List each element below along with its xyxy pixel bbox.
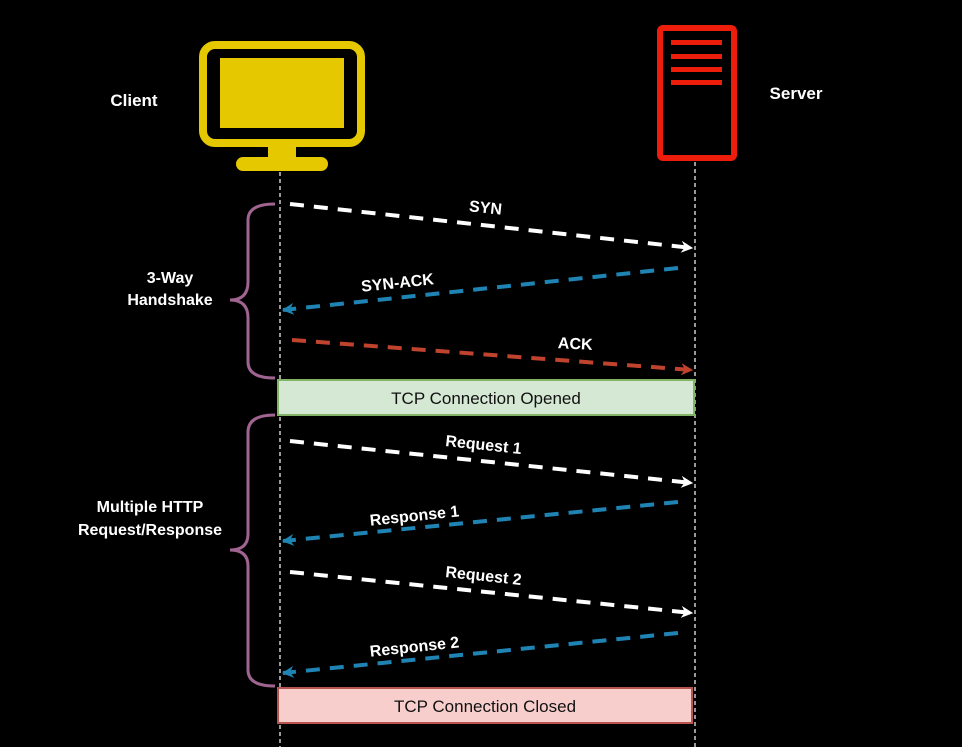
handshake-label-line2: Handshake: [127, 292, 212, 309]
tcp-opened-box: TCP Connection Opened: [277, 379, 695, 416]
tcp-closed-box: TCP Connection Closed: [277, 687, 693, 724]
http-label-line2: Request/Response: [78, 522, 222, 539]
syn-ack-arrow: [281, 266, 679, 315]
http-brace: [229, 413, 276, 688]
syn-label: SYN: [468, 198, 503, 218]
server-icon: [657, 25, 737, 161]
request-1-arrow: [289, 439, 694, 488]
request-1-label: Request 1: [445, 433, 523, 458]
request-2-arrow: [289, 570, 694, 618]
syn-arrow: [289, 202, 694, 253]
handshake-label-line1: 3-Way: [147, 270, 194, 287]
http-label-line1: Multiple HTTP: [97, 499, 204, 516]
response-1-label: Response 1: [369, 503, 460, 529]
ack-arrow: [291, 338, 694, 376]
handshake-brace: [229, 202, 276, 380]
client-label: Client: [110, 91, 158, 110]
tcp-closed-label: TCP Connection Closed: [394, 697, 576, 716]
server-label: Server: [770, 84, 823, 103]
response-2-arrow: [281, 631, 679, 678]
tcp-opened-label: TCP Connection Opened: [391, 389, 581, 408]
response-1-arrow: [281, 500, 679, 546]
response-2-label: Response 2: [369, 634, 460, 660]
request-2-label: Request 2: [445, 564, 523, 589]
monitor-icon: [199, 41, 365, 171]
ack-label: ACK: [557, 335, 593, 354]
syn-ack-label: SYN-ACK: [360, 271, 435, 296]
